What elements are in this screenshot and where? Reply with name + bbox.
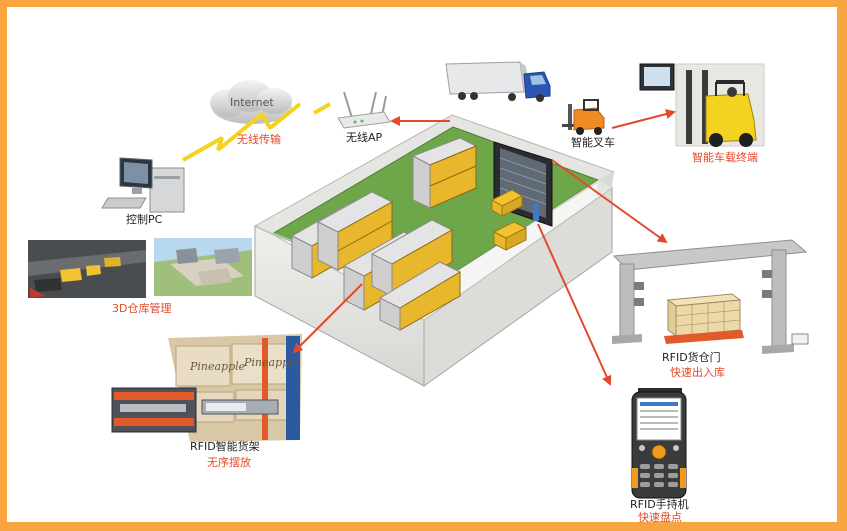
arrow-to-forklift-terminal	[611, 109, 676, 129]
wireless-ap-label: 无线AP	[346, 131, 383, 144]
forklift-terminal-label: 智能车载终端	[692, 151, 758, 164]
3d-warehouse-thumbnail-2	[154, 238, 252, 296]
truck-icon	[445, 61, 551, 102]
arrow-to-shelf	[292, 283, 363, 354]
cloud-icon	[210, 80, 292, 124]
shelf-rack	[370, 219, 454, 297]
shelf-rack	[378, 261, 462, 331]
arrow-to-handheld	[537, 223, 612, 386]
wireless-transmission-label: 无线传输	[237, 133, 281, 146]
rfid-gate-photo	[612, 239, 809, 354]
rfid-handheld-icon	[631, 388, 687, 499]
3d-warehouse-thumbnail-1	[28, 240, 146, 298]
rfid-shelf-photo	[111, 334, 302, 442]
warehouse-room	[253, 114, 616, 387]
router-icon	[337, 91, 391, 129]
shelf-rack	[316, 191, 394, 271]
desktop-pc-icon	[101, 157, 185, 213]
pineapple-box-text: Pineapple	[189, 360, 246, 373]
rfid-handheld-sublabel: 快速盘点	[638, 511, 682, 524]
rfid-gate-label: RFID货仓门	[662, 351, 721, 364]
lightning-icon	[182, 102, 331, 162]
connection-arrows	[292, 109, 676, 386]
3d-warehouse-label: 3D仓库管理	[112, 302, 172, 315]
internet-label: Internet	[230, 96, 274, 109]
forklift-terminal-photo	[639, 63, 765, 147]
smart-forklift-label: 智能叉车	[571, 136, 615, 149]
rfid-shelf-label: RFID智能货架	[190, 440, 260, 453]
arrow-to-gate	[551, 159, 668, 244]
pineapple-box-text: Pineapple	[243, 356, 300, 369]
rfid-gate-sublabel: 快速出入库	[670, 366, 725, 379]
shelf-rack	[411, 137, 478, 209]
forklift-icon	[562, 99, 605, 135]
rfid-shelf-sublabel: 无序摆放	[207, 456, 251, 469]
control-pc-label: 控制PC	[126, 213, 163, 226]
rfid-handheld-label: RFID手持机	[630, 498, 689, 511]
